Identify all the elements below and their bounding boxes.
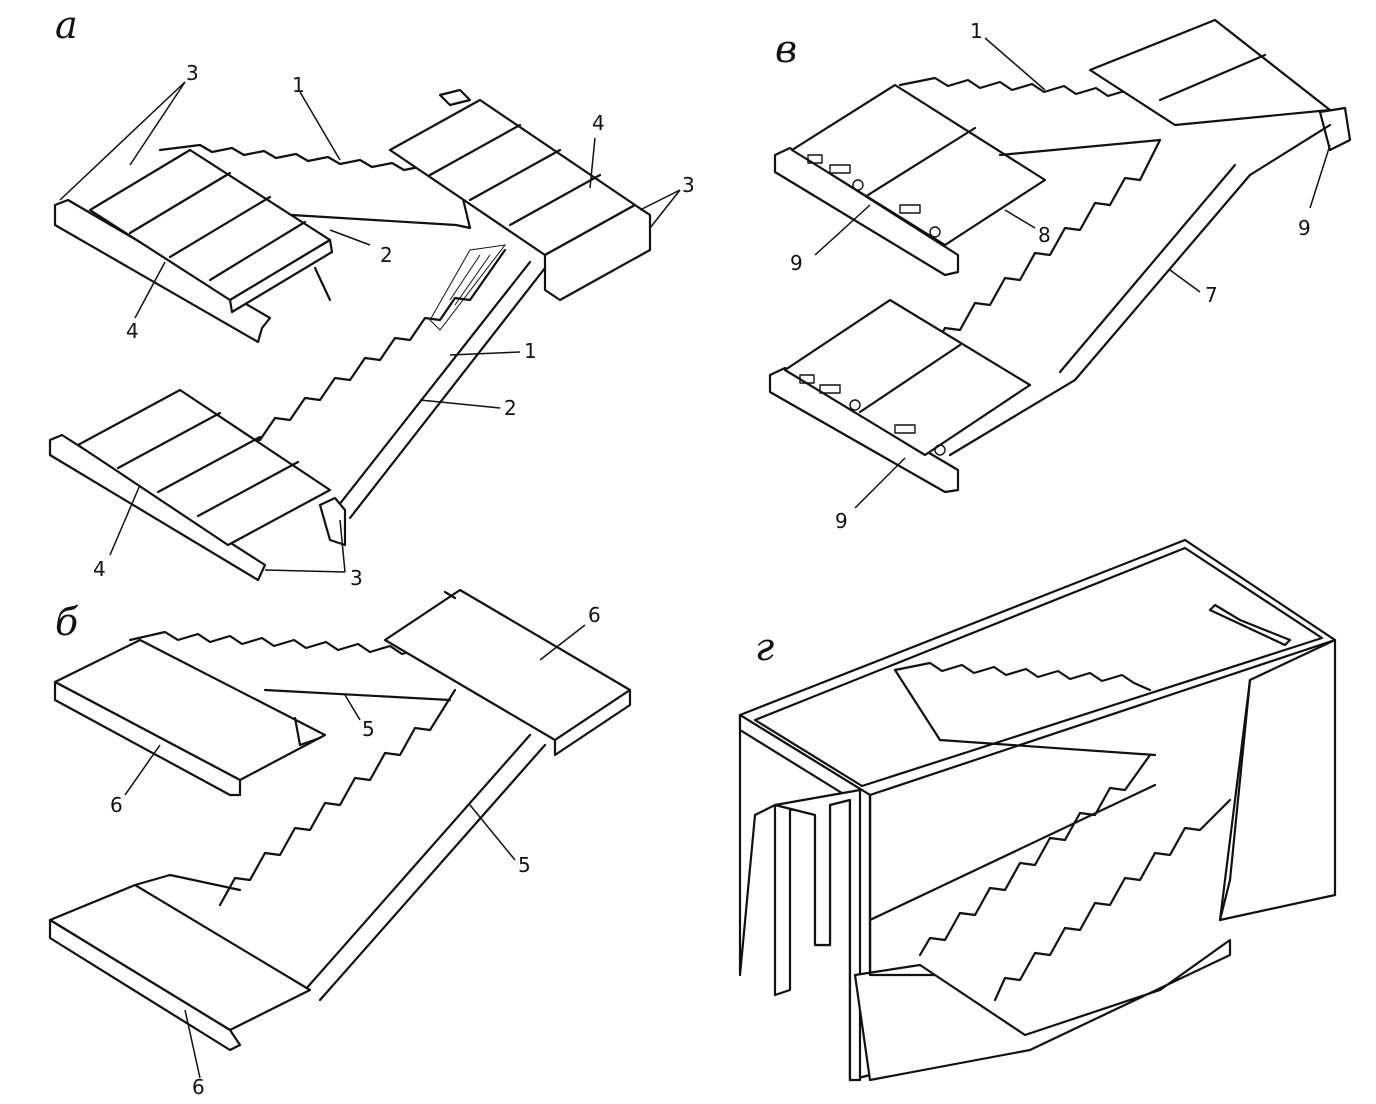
stair-flight-upper-v bbox=[898, 76, 1162, 157]
landing-slab-upper-right bbox=[388, 88, 652, 302]
callout-a-2-right: 2 bbox=[504, 396, 517, 420]
callout-leaders-a bbox=[59, 81, 681, 573]
callout-labels-b: 6 5 6 5 6 bbox=[110, 603, 601, 1099]
panel-letter-g: г bbox=[755, 625, 774, 669]
callout-a-3-bottom: 3 bbox=[350, 566, 363, 590]
callout-v-8: 8 bbox=[1038, 223, 1051, 247]
landing-slab-upper-left bbox=[88, 148, 334, 314]
callout-v-9-right: 9 bbox=[1298, 216, 1311, 240]
stair-flight-lower-g bbox=[868, 753, 1232, 1002]
landing-slab-lower-v bbox=[768, 298, 1032, 494]
callout-a-3-right: 3 bbox=[682, 173, 695, 197]
callout-leaders-v bbox=[814, 37, 1331, 509]
landing-slab-upper-right-b bbox=[383, 588, 632, 757]
callout-b-6-left: 6 bbox=[110, 793, 123, 817]
callout-a-1-right: 1 bbox=[524, 339, 537, 363]
landing-slab-lower-left bbox=[48, 388, 347, 582]
callout-a-2-mid: 2 bbox=[380, 243, 393, 267]
callout-labels-v: 1 8 9 9 7 9 bbox=[790, 19, 1311, 533]
panel-letter-v: в bbox=[775, 27, 797, 71]
window-opening bbox=[1208, 603, 1292, 647]
callout-b-6-bottom: 6 bbox=[192, 1075, 205, 1099]
panel-g: г bbox=[738, 538, 1337, 1082]
callout-a-1-top: 1 bbox=[292, 73, 305, 97]
callout-b-5-top: 5 bbox=[362, 717, 375, 741]
callout-v-1: 1 bbox=[970, 19, 983, 43]
panel-a: а bbox=[48, 3, 695, 590]
callout-b-5-right: 5 bbox=[518, 853, 531, 877]
stairwell-enclosure bbox=[738, 538, 1337, 1082]
landing-slab-upper-left-b bbox=[53, 638, 327, 797]
callout-labels-a: 3 1 4 3 2 4 1 2 4 3 bbox=[93, 61, 695, 590]
callout-v-9-bottom: 9 bbox=[835, 509, 848, 533]
panel-v: в bbox=[768, 18, 1352, 533]
callout-v-9-upper: 9 bbox=[790, 251, 803, 275]
landing-slab-lower-b bbox=[48, 873, 312, 1052]
stair-flight-upper-b bbox=[128, 630, 452, 702]
callout-b-6-top: 6 bbox=[588, 603, 601, 627]
landing-beam-upper-left bbox=[53, 198, 272, 344]
stair-flight-upper-g bbox=[893, 661, 1157, 757]
section-hatch bbox=[429, 244, 507, 331]
panel-b: б bbox=[48, 588, 632, 1099]
callout-a-3-top: 3 bbox=[186, 61, 199, 85]
stair-flight-lower-v bbox=[928, 123, 1332, 457]
callout-leaders-b bbox=[124, 624, 586, 1079]
callout-a-4-left: 4 bbox=[126, 319, 139, 343]
panel-letter-a: а bbox=[55, 3, 78, 47]
callout-v-7: 7 bbox=[1205, 283, 1218, 307]
stair-flight-lower-b bbox=[218, 688, 547, 1002]
panel-letter-b: б bbox=[55, 600, 79, 644]
callout-a-4-bottom: 4 bbox=[93, 557, 106, 581]
landing-slab-upper-left-v bbox=[773, 83, 1047, 277]
callout-a-4-right: 4 bbox=[592, 111, 605, 135]
landing-slab-upper-right-v bbox=[1088, 18, 1352, 152]
